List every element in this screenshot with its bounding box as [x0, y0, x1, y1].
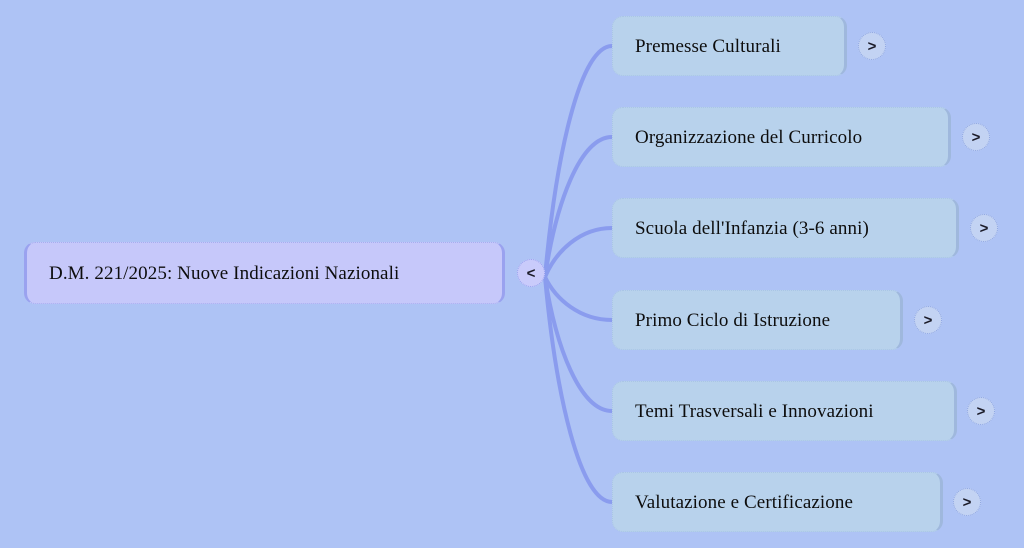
branch-node-label: Scuola dell'Infanzia (3-6 anni) — [635, 217, 869, 239]
branch-node[interactable]: Organizzazione del Curricolo — [612, 107, 951, 167]
root-collapse-toggle-icon[interactable]: < — [517, 259, 545, 287]
branch-expand-toggle-icon[interactable]: > — [914, 306, 942, 334]
branch-expand-toggle-icon[interactable]: > — [967, 397, 995, 425]
connector-curve — [543, 275, 614, 322]
root-node-label: D.M. 221/2025: Nuove Indicazioni Naziona… — [49, 262, 400, 284]
branch-node[interactable]: Premesse Culturali — [612, 16, 847, 76]
branch-node[interactable]: Valutazione e Certificazione — [612, 472, 943, 532]
branch-node-label: Premesse Culturali — [635, 35, 781, 57]
connector-curve — [543, 275, 614, 504]
branch-node-label: Temi Trasversali e Innovazioni — [635, 400, 874, 422]
root-node[interactable]: D.M. 221/2025: Nuove Indicazioni Naziona… — [24, 242, 505, 304]
branch-expand-toggle-icon[interactable]: > — [953, 488, 981, 516]
branch-node[interactable]: Scuola dell'Infanzia (3-6 anni) — [612, 198, 959, 258]
branch-expand-toggle-icon[interactable]: > — [962, 123, 990, 151]
branch-expand-toggle-icon[interactable]: > — [970, 214, 998, 242]
branch-node-label: Valutazione e Certificazione — [635, 491, 854, 513]
branch-expand-toggle-icon[interactable]: > — [858, 32, 886, 60]
connector-curve — [543, 275, 614, 413]
branch-node[interactable]: Temi Trasversali e Innovazioni — [612, 381, 957, 441]
connector-curve — [543, 135, 614, 279]
branch-node-label: Organizzazione del Curricolo — [635, 126, 863, 148]
branch-node-label: Primo Ciclo di Istruzione — [635, 309, 831, 331]
connector-curve — [543, 44, 614, 279]
connector-curve — [543, 226, 614, 279]
branch-node[interactable]: Primo Ciclo di Istruzione — [612, 290, 903, 350]
